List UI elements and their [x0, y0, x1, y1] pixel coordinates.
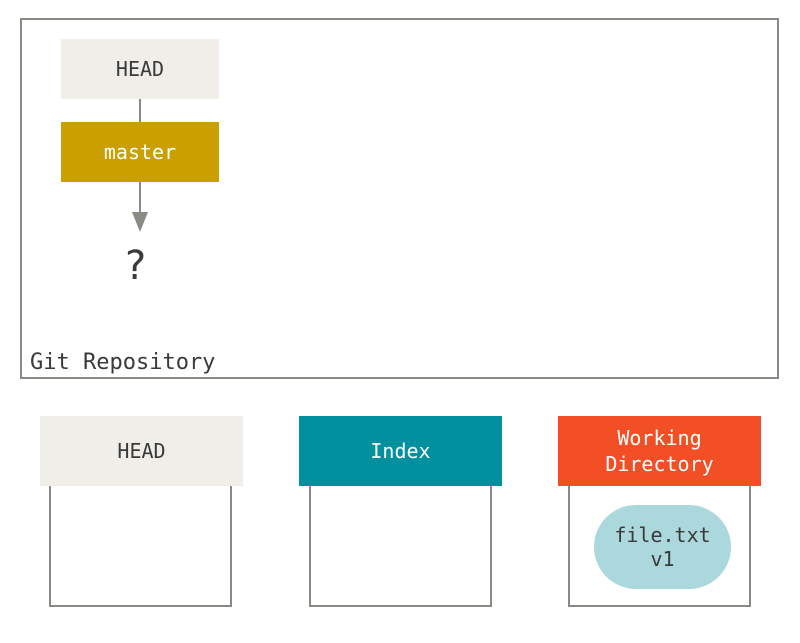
tree-head-header: HEAD	[40, 416, 243, 486]
file-name: file.txt	[614, 523, 711, 547]
file-blob: file.txt v1	[594, 505, 731, 589]
branch-master: master	[61, 122, 219, 182]
tree-head-box	[49, 486, 232, 607]
git-repository-frame	[20, 18, 779, 379]
tree-working-directory-box	[568, 486, 751, 607]
arrow-head-icon	[132, 212, 148, 232]
tree-working-directory-header: Working Directory	[558, 416, 761, 486]
unknown-commit: ?	[125, 243, 147, 289]
git-repository-label: Git Repository	[30, 350, 216, 375]
file-version: v1	[650, 547, 675, 571]
head-to-branch-connector	[139, 99, 141, 122]
head-pointer: HEAD	[61, 39, 219, 99]
tree-index-box	[309, 486, 492, 607]
tree-index-header: Index	[299, 416, 502, 486]
branch-to-commit-arrow-shaft	[139, 182, 141, 214]
